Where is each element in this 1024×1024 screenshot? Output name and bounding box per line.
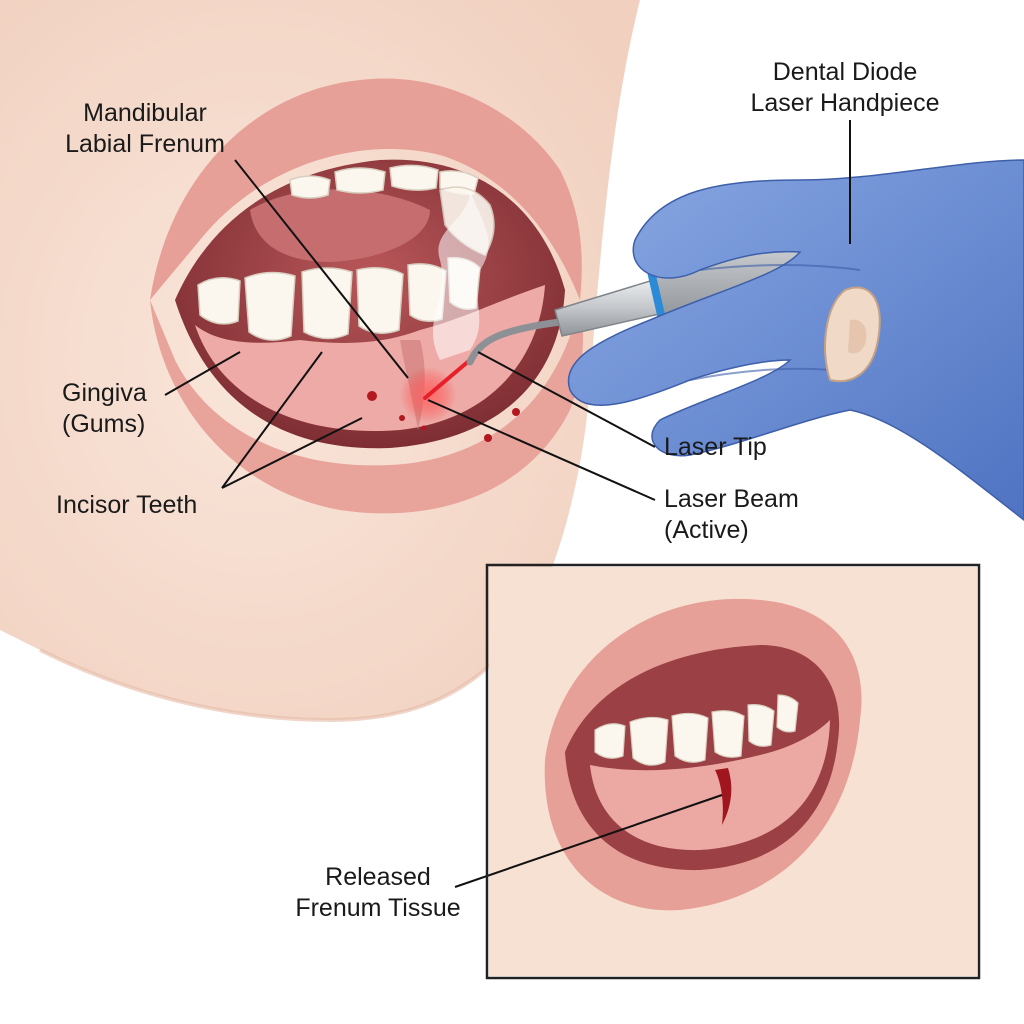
label-laser-beam-line1: Laser Beam	[664, 485, 799, 513]
laser-beam	[400, 358, 472, 423]
leader-gingiva	[164, 351, 241, 396]
laser-smoke	[432, 190, 489, 360]
gloved-hand	[567, 159, 1024, 521]
inset-frame	[485, 563, 981, 980]
upper-lip	[150, 78, 582, 300]
label-handpiece-line1: Dental Diode	[772, 58, 918, 86]
label-laser-tip-text: Laser Tip	[664, 433, 767, 461]
inset-illustration	[489, 567, 977, 976]
label-laser-beam-line2: (Active)	[664, 516, 749, 544]
ring	[824, 286, 881, 383]
label-frenum-line2: Labial Frenum	[65, 130, 225, 158]
label-incisor-text: Incisor Teeth	[56, 491, 198, 519]
inset-teeth	[594, 694, 799, 766]
bleeding-spots	[367, 391, 520, 442]
label-frenum-line1: Mandibular	[83, 99, 207, 127]
label-gingiva-line2: (Gums)	[62, 410, 146, 438]
label-mandibular-labial-frenum: Mandibular Labial Frenum	[50, 98, 240, 160]
inset-gingiva	[590, 720, 830, 851]
label-handpiece-line2: Laser Handpiece	[750, 89, 940, 117]
leader-laser-tip	[477, 351, 656, 448]
label-released-line2: Frenum Tissue	[295, 894, 461, 922]
released-frenum-incision	[715, 768, 732, 825]
label-released-line1: Released	[325, 863, 431, 891]
lower-lip	[150, 300, 583, 514]
leader-released	[454, 794, 723, 888]
label-incisor-teeth: Incisor Teeth	[56, 490, 197, 521]
lower-teeth	[197, 256, 481, 341]
leader-incisor-2	[221, 417, 363, 489]
leader-incisor-1	[221, 351, 323, 489]
label-dental-diode-laser-handpiece: Dental Diode Laser Handpiece	[730, 57, 960, 119]
label-released-frenum-tissue: Released Frenum Tissue	[280, 862, 476, 924]
leader-laser-beam	[427, 399, 656, 501]
tongue	[250, 189, 430, 262]
label-gingiva-line1: Gingiva	[62, 379, 147, 407]
leader-lines	[164, 120, 851, 888]
label-laser-tip: Laser Tip	[664, 432, 767, 463]
label-gingiva: Gingiva (Gums)	[62, 378, 147, 440]
handpiece-tip	[466, 318, 564, 366]
leader-frenum	[234, 159, 409, 379]
glove	[567, 159, 1024, 521]
label-laser-beam: Laser Beam (Active)	[664, 484, 799, 546]
